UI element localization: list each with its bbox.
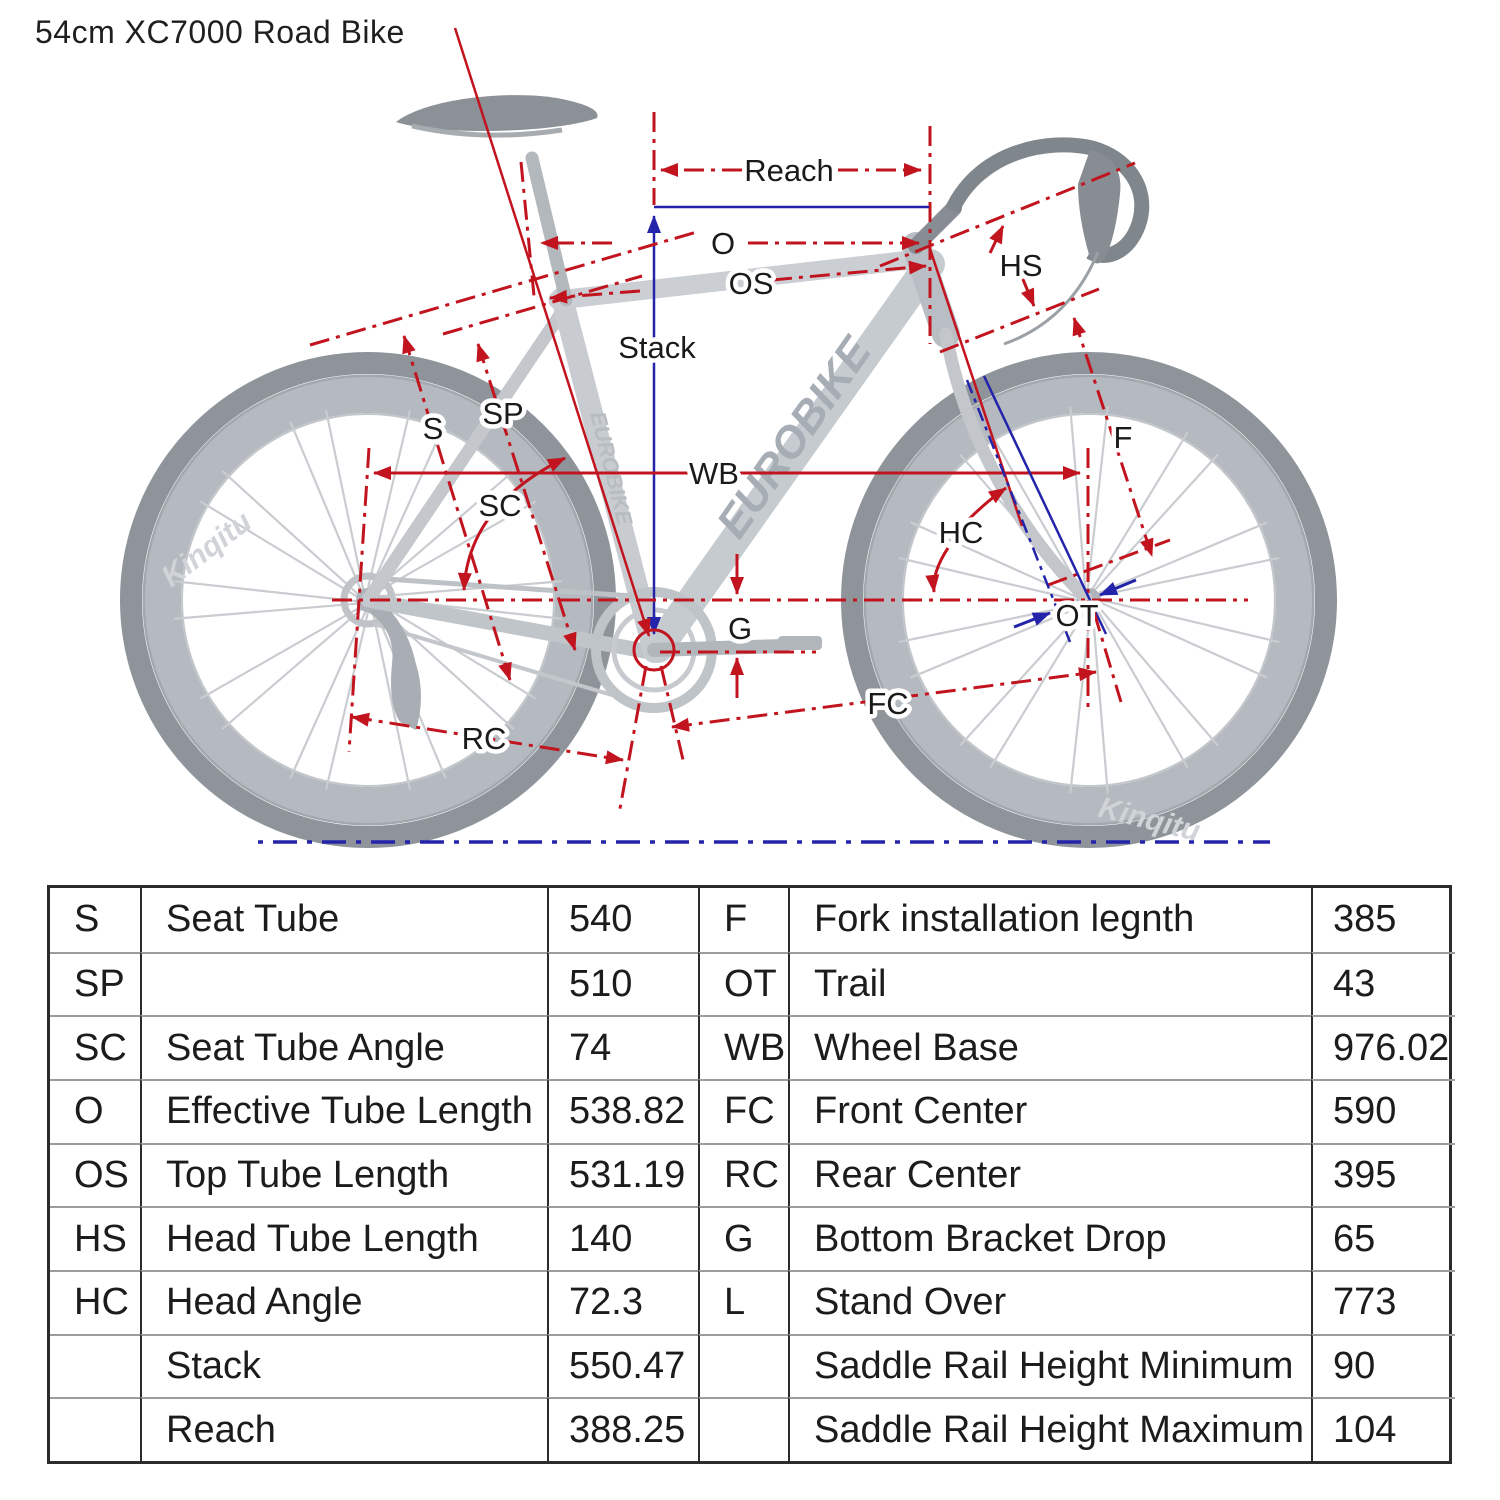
spec-key: L (698, 1270, 788, 1334)
geometry-spec-table: S Seat Tube 540 F Fork installation legn… (47, 885, 1455, 1464)
spec-key: SP (50, 951, 140, 1016)
label-rc: RC (462, 721, 507, 756)
spec-key: RC (698, 1142, 788, 1207)
page-title: 54cm XC7000 Road Bike (35, 14, 405, 50)
label-s: S (423, 411, 444, 446)
spec-key: WB (698, 1015, 788, 1079)
label-stack: Stack (618, 330, 696, 365)
label-ot: OT (1055, 598, 1098, 633)
spec-key: OS (50, 1142, 140, 1207)
spec-label: Wheel Base (788, 1015, 1311, 1079)
spec-key: F (698, 888, 788, 952)
spec-label: Trail (788, 951, 1311, 1016)
spec-value: 388.25 (547, 1397, 698, 1461)
spec-value: 590 (1311, 1079, 1455, 1143)
label-o: O (711, 226, 735, 261)
spec-label (140, 951, 547, 1016)
spec-value: 65 (1311, 1206, 1455, 1270)
spec-value: 510 (547, 951, 698, 1016)
spec-value: 976.02 (1311, 1015, 1455, 1079)
spec-value: 104 (1311, 1397, 1455, 1461)
spec-label: Bottom Bracket Drop (788, 1206, 1311, 1270)
stem (908, 200, 962, 254)
bike-geometry-diagram: Kinqitu Kinqitu (120, 27, 1337, 848)
spec-key (50, 1333, 140, 1398)
spec-value: 395 (1311, 1142, 1455, 1207)
spec-key: G (698, 1206, 788, 1270)
spec-key: SC (50, 1015, 140, 1079)
frame-brand-downtube: EUROBIKE (707, 327, 881, 547)
spec-value: 72.3 (547, 1270, 698, 1334)
label-f: F (1114, 420, 1133, 455)
brake-hood (1078, 150, 1121, 264)
pedal (778, 636, 822, 650)
spec-key: OT (698, 951, 788, 1016)
spec-label: Seat Tube Angle (140, 1015, 547, 1079)
spec-label: Saddle Rail Height Minimum (788, 1333, 1311, 1398)
label-sp: SP (482, 396, 523, 431)
spec-value: 74 (547, 1015, 698, 1079)
label-g: G (728, 611, 752, 646)
spec-value: 140 (547, 1206, 698, 1270)
label-os: OS (729, 266, 774, 301)
spec-value: 550.47 (547, 1333, 698, 1398)
rear-derailleur (368, 606, 421, 730)
label-hs: HS (999, 248, 1042, 283)
label-hc: HC (939, 515, 984, 550)
spec-value: 773 (1311, 1270, 1455, 1334)
label-wb: WB (689, 456, 739, 491)
spec-label: Head Angle (140, 1270, 547, 1334)
label-fc: FC (867, 686, 908, 721)
spec-value: 540 (547, 888, 698, 952)
spec-label: Saddle Rail Height Maximum (788, 1397, 1311, 1461)
seat-post (525, 151, 573, 307)
spec-key (698, 1333, 788, 1398)
spec-value: 43 (1311, 951, 1455, 1016)
spec-value: 90 (1311, 1333, 1455, 1398)
spec-key: FC (698, 1079, 788, 1143)
spec-value: 385 (1311, 888, 1455, 952)
spec-label: Seat Tube (140, 888, 547, 952)
label-reach: Reach (744, 153, 834, 188)
dimension-labels: Reach O OS Stack S SP SC WB HS HC F G OT… (418, 149, 1137, 761)
spec-label: Top Tube Length (140, 1142, 547, 1207)
spec-label: Fork installation legnth (788, 888, 1311, 952)
spec-label: Front Center (788, 1079, 1311, 1143)
spec-key (50, 1397, 140, 1461)
label-sc: SC (478, 488, 521, 523)
spec-key: S (74, 898, 100, 941)
spec-label: Rear Center (788, 1142, 1311, 1207)
spec-key: O (50, 1079, 140, 1143)
top-tube (548, 248, 938, 310)
saddle (396, 95, 598, 138)
spec-key: HS (50, 1206, 140, 1270)
spec-key: HC (50, 1270, 140, 1334)
spec-label: Effective Tube Length (140, 1079, 547, 1143)
down-tube (643, 249, 945, 663)
brake-cable (1003, 251, 1100, 346)
bottom-bracket-mark (632, 628, 676, 672)
spec-key (698, 1397, 788, 1461)
measurement-lines (258, 27, 1270, 844)
spec-value: 538.82 (547, 1079, 698, 1143)
spec-value: 531.19 (547, 1142, 698, 1207)
spec-label: Stand Over (788, 1270, 1311, 1334)
spec-label: Head Tube Length (140, 1206, 547, 1270)
spec-label: Reach (140, 1397, 547, 1461)
spec-label: Stack (140, 1333, 547, 1398)
handlebar (945, 137, 1150, 346)
